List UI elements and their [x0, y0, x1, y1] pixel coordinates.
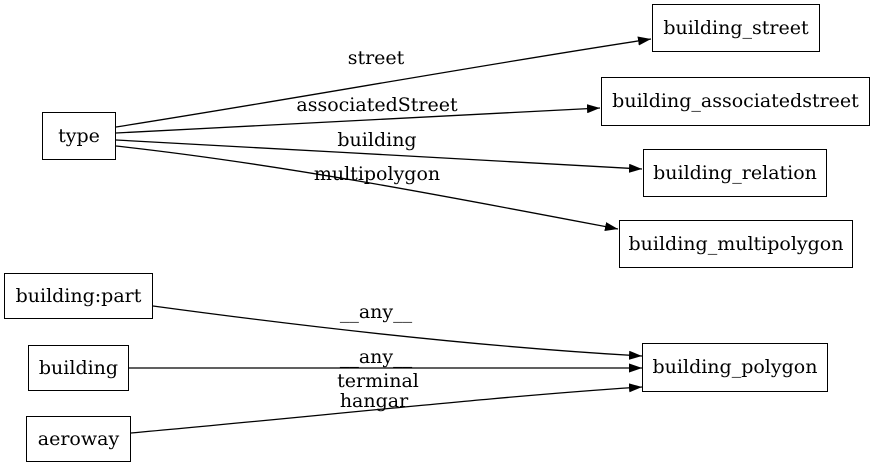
node-type: type: [42, 112, 116, 160]
node-building-relation: building_relation: [643, 149, 827, 197]
edge-building-part-building-polygon: [152, 305, 643, 360]
edge-label-associatedstreet: associatedStreet: [296, 94, 458, 116]
edge-label-any-building-part: __any__: [339, 301, 413, 323]
edge-label-any-building: __any__: [339, 346, 413, 368]
node-building: building: [28, 345, 129, 391]
node-building-polygon: building_polygon: [642, 343, 828, 392]
edge-type-building-relation: [115, 139, 643, 173]
edge-label-terminal: terminal: [337, 370, 419, 392]
edge-label-multipolygon: multipolygon: [313, 163, 441, 185]
edge-type-building-associatedstreet: [115, 104, 601, 134]
edge-type-building-multipolygon: [115, 145, 619, 232]
edge-type-building-street: [115, 36, 652, 128]
node-building-part: building:part: [4, 273, 153, 319]
node-aeroway: aeroway: [26, 416, 131, 462]
edge-label-building: building: [337, 129, 417, 151]
node-building-multipolygon: building_multipolygon: [619, 220, 853, 268]
node-building-street: building_street: [652, 4, 820, 52]
edge-label-hangar: hangar: [339, 390, 409, 412]
edge-label-street: street: [347, 47, 405, 69]
node-building-associatedstreet: building_associatedstreet: [601, 77, 870, 126]
edge-aeroway-building-polygon: [130, 383, 643, 434]
